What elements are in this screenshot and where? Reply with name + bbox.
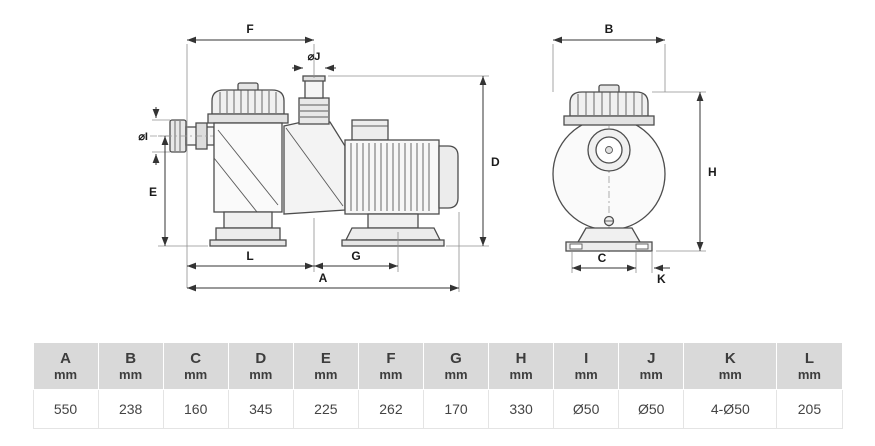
dim-label-A: A [319, 271, 328, 285]
dim-value-cell-C: 160 [162, 389, 229, 429]
dim-letter: J [647, 350, 656, 367]
dim-label-K: K [657, 272, 666, 286]
dim-value-cell-G: 170 [422, 389, 490, 429]
dim-unit: mm [509, 367, 533, 382]
dim-value-cell-B: 238 [97, 389, 164, 429]
dim-letter: L [804, 350, 815, 367]
dim-unit: mm [184, 367, 208, 382]
dim-value-cell-L: 205 [776, 389, 843, 429]
dim-value-cell-J: Ø50 [618, 389, 685, 429]
dim-letter: I [584, 350, 589, 367]
dim-value-cell-K: 4-Ø50 [683, 389, 778, 429]
strainer-pot-body [209, 122, 287, 247]
dim-letter: B [125, 350, 137, 367]
dim-value-cell-F: 262 [357, 389, 424, 429]
dim-unit: mm [444, 367, 468, 382]
dim-label-D: D [491, 155, 500, 169]
dim-unit: mm [53, 367, 78, 382]
dim-label-F: F [246, 22, 253, 36]
dimension-A: A [187, 212, 460, 292]
dim-label-C: C [598, 251, 607, 265]
dimension-B: B [552, 22, 666, 92]
dimension-J: ⌀J [292, 51, 336, 72]
dim-label-I: ⌀I [138, 131, 148, 143]
dimension-K: K [651, 251, 670, 286]
side-view-drawing: F ⌀J ⌀I E D [138, 22, 500, 292]
dimension-E: E [149, 135, 208, 247]
dim-letter: G [450, 350, 462, 367]
pump-motor [344, 119, 459, 215]
dim-unit: mm [797, 367, 821, 382]
dim-value-cell-A: 550 [32, 389, 99, 429]
dimension-G: G [314, 232, 399, 272]
front-strainer-lid [563, 84, 655, 126]
dim-value-cell-H: 330 [488, 389, 555, 429]
dim-unit: mm [718, 367, 742, 382]
dimension-I: ⌀I [138, 107, 170, 165]
dimension-H: H [652, 91, 717, 252]
dim-letter: K [724, 350, 736, 367]
dim-letter: A [60, 350, 71, 367]
pump-volute [283, 121, 346, 215]
technical-drawing: F ⌀J ⌀I E D [138, 22, 717, 292]
dim-letter: E [320, 350, 331, 367]
dim-label-E: E [149, 185, 157, 199]
dim-letter: C [190, 350, 202, 367]
dim-label-J: ⌀J [308, 51, 321, 63]
dim-unit: mm [249, 367, 273, 382]
dim-letter: F [386, 350, 396, 367]
dim-letter: H [515, 350, 527, 367]
dim-label-G: G [351, 249, 360, 263]
dim-unit: mm [119, 367, 143, 382]
dim-unit: mm [379, 367, 403, 382]
front-pump-body [552, 86, 666, 252]
dim-value-cell-I: Ø50 [553, 389, 620, 429]
front-pump-base [565, 227, 653, 252]
dim-label-B: B [605, 22, 614, 36]
dim-value-cell-E: 225 [292, 389, 359, 429]
dim-unit: mm [639, 367, 663, 382]
dimension-D: D [328, 75, 500, 247]
dim-unit: mm [314, 367, 338, 382]
dim-label-L: L [246, 249, 253, 263]
dimension-C: C [571, 251, 637, 273]
pump-outlet-port [298, 75, 330, 125]
pump-inlet-port [150, 119, 222, 153]
pump-dimension-drawing: F ⌀J ⌀I E D [138, 22, 717, 292]
strainer-lid [207, 82, 289, 124]
dimension-F: F [186, 22, 315, 288]
dim-unit: mm [574, 367, 598, 382]
dim-value-cell-D: 345 [227, 389, 294, 429]
dim-letter: D [255, 350, 267, 367]
motor-base [341, 213, 445, 247]
front-view-drawing: B H C K [552, 22, 717, 286]
dim-label-H: H [708, 165, 717, 179]
